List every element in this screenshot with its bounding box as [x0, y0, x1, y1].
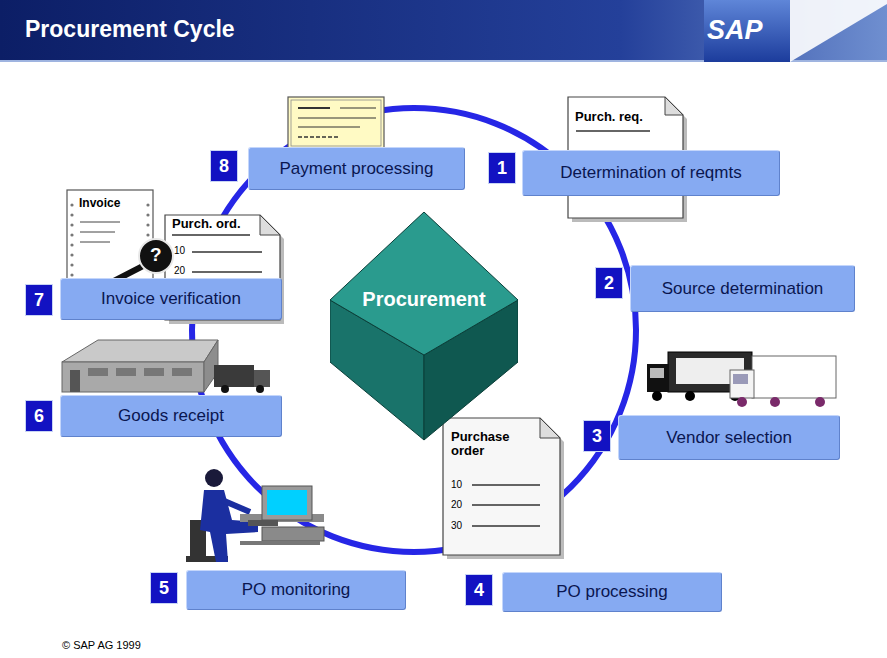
logo-text: SAP	[707, 16, 763, 46]
step-number: 2	[595, 267, 623, 299]
line-number: 10	[174, 245, 185, 256]
center-cube: Procurement	[330, 212, 518, 442]
process-step: 1 Determination of reqmts	[488, 150, 780, 196]
process-box: Goods receipt	[60, 395, 282, 437]
document-title: Purch. req.	[575, 110, 643, 124]
center-label: Procurement	[330, 288, 518, 311]
step-label: Goods receipt	[118, 406, 224, 426]
step-label: Payment processing	[279, 159, 433, 179]
step-number: 6	[25, 400, 53, 432]
step-label: Invoice verification	[101, 289, 241, 309]
process-step: 4 PO processing	[465, 572, 722, 612]
step-number: 4	[465, 574, 493, 606]
cube-face	[330, 212, 518, 355]
step-label: PO monitoring	[242, 580, 351, 600]
copyright-note: © SAP AG 1999	[62, 639, 141, 651]
process-step: 3 Vendor selection	[583, 415, 840, 460]
process-step: 8 Payment processing	[210, 147, 465, 190]
process-step: 6 Goods receipt	[25, 395, 282, 437]
step-number: 3	[583, 420, 611, 452]
purchase-order-document	[443, 418, 564, 559]
document-title: Invoice	[79, 197, 120, 210]
document-title: Purchase order	[451, 430, 529, 459]
process-box: PO processing	[502, 572, 722, 612]
step-number: 7	[25, 284, 53, 316]
line-number: 20	[451, 499, 462, 510]
invoice-document	[67, 190, 153, 292]
process-box: Determination of reqmts	[522, 150, 780, 196]
process-step: 7 Invoice verification	[25, 278, 282, 320]
question-mark: ?	[150, 245, 162, 266]
process-box: Invoice verification	[60, 278, 282, 320]
step-number: 5	[150, 572, 178, 604]
step-label: Vendor selection	[666, 428, 792, 448]
process-step: 5 PO monitoring	[150, 570, 406, 610]
step-number: 1	[488, 152, 516, 184]
magnifier	[110, 239, 173, 283]
logo-panel	[704, 0, 790, 62]
logo-wedge	[790, 0, 887, 62]
step-number: 8	[210, 150, 238, 182]
line-number: 20	[174, 265, 185, 276]
step-label: Determination of reqmts	[560, 163, 741, 183]
cube-shape	[330, 212, 518, 442]
line-number: 10	[451, 479, 462, 490]
payment-cheque	[288, 97, 384, 149]
document-title: Purch. ord.	[172, 217, 241, 231]
clerk-at-computer	[186, 469, 324, 562]
step-label: PO processing	[556, 582, 668, 602]
warehouse	[62, 340, 270, 393]
trucks	[647, 352, 836, 407]
process-step: 2 Source determination	[595, 265, 855, 312]
process-box: Vendor selection	[618, 415, 840, 460]
process-box: Source determination	[630, 265, 855, 312]
step-label: Source determination	[662, 279, 824, 299]
line-number: 30	[451, 520, 462, 531]
process-box: PO monitoring	[186, 570, 406, 610]
process-box: Payment processing	[248, 147, 465, 190]
slide-title: Procurement Cycle	[25, 17, 235, 42]
